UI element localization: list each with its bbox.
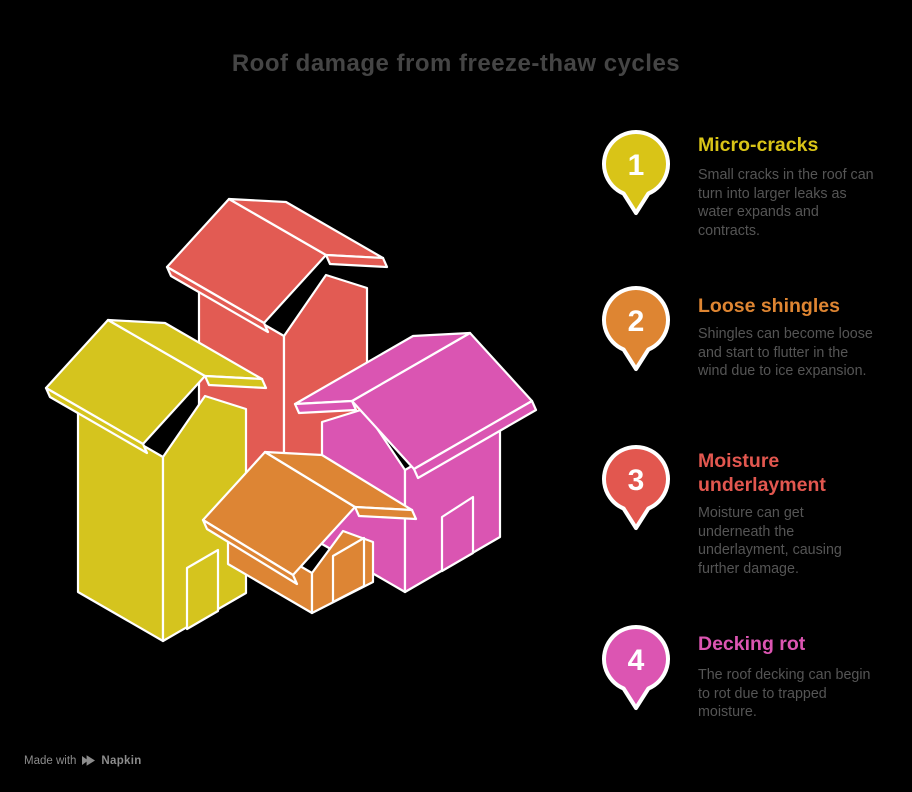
house-orange — [201, 450, 418, 615]
yellow-door — [185, 548, 220, 631]
pink-roof-eave — [412, 399, 538, 480]
item-1-heading: Micro-cracks — [698, 134, 819, 156]
page-title: Roof damage from freeze-thaw cycles — [231, 50, 681, 77]
pin-number: 3 — [628, 464, 645, 497]
item-3-heading: Moisture underlayment — [698, 450, 826, 496]
pin-bubble — [602, 130, 670, 215]
brand-label: Napkin — [101, 754, 142, 767]
yellow-roof-eave — [44, 386, 149, 455]
marker-pin-2: 2 — [602, 286, 670, 371]
napkin-watermark[interactable]: Made with Napkin — [24, 754, 142, 767]
made-with-label: Made with — [24, 754, 77, 767]
napkin-logo-icon — [82, 755, 96, 766]
pin-bubble — [602, 625, 670, 710]
pin-number: 4 — [628, 644, 645, 677]
marker-pin-4: 4 — [602, 625, 670, 710]
item-2-body: Shingles can become loose and start to f… — [698, 326, 873, 379]
pin-bubble — [602, 286, 670, 371]
house-yellow — [44, 318, 268, 643]
item-1-body: Small cracks in the roof can turn into l… — [698, 167, 874, 239]
orange-door — [331, 536, 366, 604]
pin-number: 2 — [628, 305, 645, 338]
marker-pin-3: 3 — [602, 445, 670, 530]
pink-roof-front-eave — [293, 399, 358, 415]
yellow-roof-front-eave — [203, 374, 268, 390]
orange-roof-eave — [201, 518, 299, 586]
item-2-heading: Loose shingles — [698, 295, 840, 317]
pin-bubble — [602, 445, 670, 530]
red-roof-front-eave — [324, 253, 389, 269]
item-3-body: Moisture can get underneath the underlay… — [698, 505, 842, 577]
pink-door — [440, 495, 475, 573]
pin-number: 1 — [628, 149, 645, 182]
red-roof-eave — [165, 265, 270, 334]
marker-pin-1: 1 — [602, 130, 670, 215]
yellow-left-wall — [76, 406, 165, 643]
item-4-heading: Decking rot — [698, 633, 806, 655]
orange-roof-front-eave — [353, 505, 418, 521]
item-4-body: The roof decking can begin to rot due to… — [698, 667, 871, 720]
houses-illustration — [44, 197, 538, 643]
